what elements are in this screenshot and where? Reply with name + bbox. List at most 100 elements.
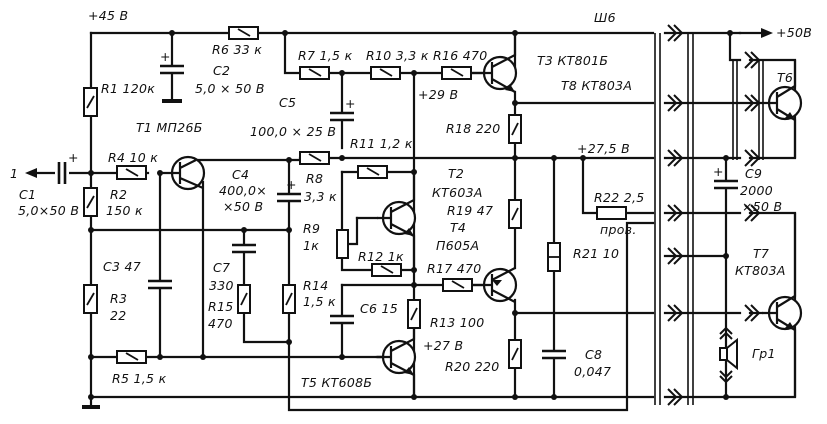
speaker-cone	[726, 337, 738, 371]
label-c5-value: 100,0 × 25 В	[250, 124, 336, 139]
emitter-arrow-icon	[492, 280, 502, 286]
junction-dot	[339, 155, 345, 161]
label-c7-value: 330	[209, 278, 234, 293]
resistor-slash	[240, 292, 248, 306]
label-supply-29v: +29 В	[418, 87, 458, 102]
cap-gap	[714, 180, 738, 188]
label-c8-name: C8	[585, 347, 602, 362]
label-c4-value-1: 400,0×	[219, 183, 267, 198]
junction-dot	[723, 394, 729, 400]
label-r8-value: 3,3 к	[304, 189, 337, 204]
transistor-t2	[377, 172, 417, 270]
resistor-slash	[511, 122, 519, 136]
chevron-icon	[667, 149, 684, 167]
label-r5: R5 1,5 к	[112, 371, 167, 386]
label-c9-voltage: ×50 В	[742, 199, 782, 214]
resistor-slash	[511, 347, 519, 361]
junction-dot	[286, 227, 292, 233]
label-r14-name: R14	[303, 278, 329, 293]
cap-gap	[542, 350, 566, 358]
label-r11: R11 1,2 к	[350, 136, 413, 151]
junction-dot	[723, 155, 729, 161]
label-r18: R18 220	[446, 121, 501, 136]
chevron-icon	[744, 149, 761, 167]
label-r22-note: пров.	[600, 222, 637, 237]
resistor-slash	[237, 28, 251, 37]
resistor-slash	[285, 292, 293, 306]
emitter-arrow-icon	[404, 367, 414, 375]
label-c2-value: 5,0 × 50 В	[195, 81, 265, 96]
transistor-t3	[471, 33, 518, 93]
junctions	[88, 30, 733, 400]
junction-dot	[551, 155, 557, 161]
transistor-t1	[160, 155, 206, 191]
junction-dot	[169, 30, 175, 36]
chevron-icon	[667, 24, 684, 42]
label-r16: R16 470	[433, 48, 488, 63]
junction-dot	[286, 339, 292, 345]
resistor-slash	[450, 68, 464, 77]
resistor-slash	[366, 167, 380, 176]
chevron-icon	[744, 51, 761, 69]
label-r9-name: R9	[303, 221, 320, 236]
junction-dot	[512, 155, 518, 161]
cap-gap	[330, 315, 354, 323]
label-supply-27-5v: +27,5 В	[577, 141, 630, 156]
resistor-slash	[511, 207, 519, 221]
chevron-icon	[744, 204, 761, 222]
label-r20: R20 220	[445, 359, 500, 374]
label-r21: R21 10	[573, 246, 619, 261]
labels: +45 В Ш6 +50В +29 В +27,5 В +27 В 1 R1 1…	[10, 8, 812, 390]
junction-dot	[411, 282, 417, 288]
connector-bus-t6-b	[758, 60, 764, 160]
chevron-icon	[719, 326, 733, 340]
connector-bus-t6	[732, 60, 738, 160]
chevron-icon	[744, 304, 761, 322]
junction-dot	[727, 30, 733, 36]
wire-t6-collector-feed	[728, 31, 742, 62]
label-r6: R6 33 к	[212, 42, 262, 57]
polarity-plus: +	[68, 150, 79, 165]
label-r7: R7 1,5 к	[298, 48, 353, 63]
resistor-slash	[308, 68, 322, 77]
label-r8-name: R8	[306, 171, 323, 186]
transistors	[160, 33, 803, 397]
junction-dot	[286, 157, 292, 163]
label-c1-name: C1	[19, 187, 36, 202]
connector-bus	[654, 33, 764, 405]
junction-dot	[339, 70, 345, 76]
polarity-plus: +	[160, 49, 171, 64]
transistor-t4	[472, 267, 518, 303]
label-t7-name: T7	[753, 246, 769, 261]
label-t3: T3 КТ801Б	[537, 53, 608, 68]
output-arrow-icon	[761, 28, 773, 38]
connector-bus-left	[654, 33, 661, 405]
label-supply-27v: +27 В	[423, 338, 463, 353]
input-arrow-icon	[25, 168, 37, 178]
ground-symbol	[82, 405, 100, 409]
wire-r22	[581, 156, 655, 215]
label-t4-type: П605А	[436, 238, 479, 253]
label-input: 1	[10, 166, 18, 181]
transistor-leads	[472, 267, 516, 303]
resistors	[83, 26, 627, 369]
wire-feedback-loop	[287, 221, 655, 412]
chevron-icon	[667, 304, 684, 322]
label-c5-name: C5	[279, 95, 296, 110]
label-c4-name: C4	[232, 167, 249, 182]
speaker-gr1	[719, 326, 738, 384]
polarity-plus: +	[713, 164, 724, 179]
label-t2-name: T2	[448, 166, 464, 181]
transistor-leads	[160, 159, 204, 190]
cap-gap	[330, 112, 354, 120]
label-r19: R19 47	[447, 203, 493, 218]
label-r15-value: 470	[208, 316, 233, 331]
transistor-leads	[471, 33, 517, 93]
emitter-arrow-icon	[404, 228, 414, 236]
junction-dot	[88, 170, 94, 176]
label-r3-value: 22	[110, 308, 127, 323]
label-t4-name: T4	[450, 220, 466, 235]
junction-dot	[512, 394, 518, 400]
transistor-t6	[762, 60, 803, 158]
